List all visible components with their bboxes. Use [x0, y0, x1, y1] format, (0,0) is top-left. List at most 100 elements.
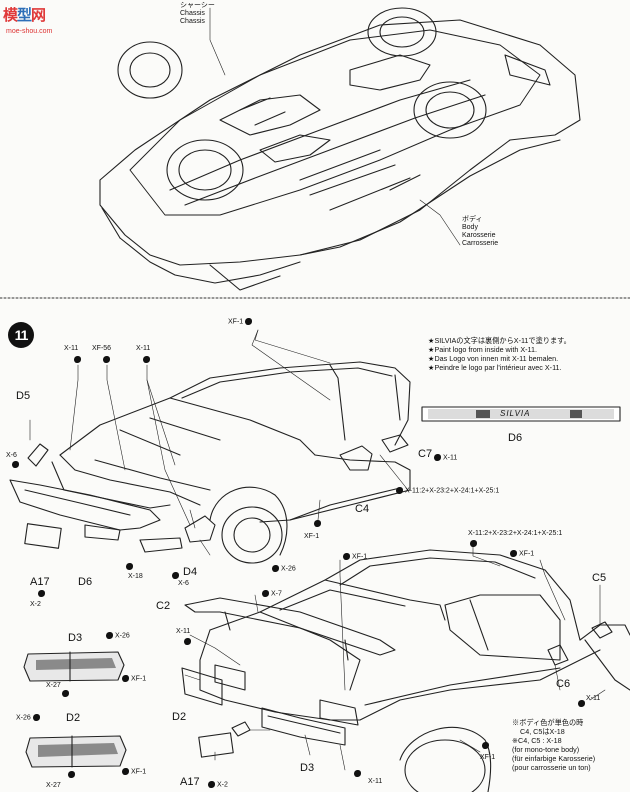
label-xf1-e: XF-1 — [122, 675, 146, 683]
label-x11-d: X-11 — [176, 628, 191, 635]
label-d5: D5 — [16, 390, 31, 402]
paint-dot — [262, 590, 269, 597]
chassis-label-de: Chassis — [180, 18, 205, 25]
paint-dot — [32, 714, 40, 721]
paint-dot — [68, 771, 75, 778]
logo-plate-text: SILVIA — [500, 409, 531, 418]
label-xf1-f: XF-1 — [122, 768, 146, 776]
watermark-char-3: 网 — [31, 7, 46, 24]
body-label-jp: ボディ — [462, 216, 483, 223]
d2-light-part — [25, 735, 127, 768]
label-d3-b: D3 — [300, 762, 315, 774]
label-x6-b: X-6 — [178, 580, 189, 587]
label-x27-a: X-27 — [46, 682, 61, 689]
paint-dot — [122, 768, 129, 775]
label-x26-c: X-26 — [16, 714, 42, 722]
paint-dot — [106, 632, 113, 639]
label-x11-e: X-11 — [586, 695, 601, 702]
body-label-en: Body — [462, 224, 478, 231]
label-d2-b: D2 — [66, 712, 81, 724]
label-x11-b: X-11 — [136, 345, 151, 352]
label-d3: D3 — [68, 632, 83, 644]
chassis-body-illustration — [99, 7, 581, 291]
label-d2-a: D2 — [172, 711, 187, 723]
label-x6-a: X-6 — [6, 452, 17, 459]
paint-dot — [510, 550, 517, 557]
step-number-badge: 11 — [8, 322, 34, 348]
mono-note-de: (für einfarbige Karosserie) — [512, 754, 596, 763]
paint-dot — [122, 675, 129, 682]
paint-dot — [172, 572, 179, 579]
body-label-group: ボディ Body Karosserie Carrosserie — [462, 216, 498, 248]
watermark-char-2: 型 — [17, 7, 32, 24]
mono-note-jp-2: C4, C5はX-18 — [520, 727, 565, 736]
label-c5: C5 — [592, 572, 607, 584]
label-x7: X-7 — [262, 590, 282, 598]
label-xf56: XF-56 — [92, 345, 112, 352]
mono-note-fr: (pour carrosserie un ton) — [512, 763, 591, 772]
paint-dot — [396, 487, 403, 494]
rear-car-illustration — [181, 544, 630, 792]
logo-note-en: ★Paint logo from inside with X-11. — [428, 345, 537, 354]
paint-dot — [74, 356, 81, 363]
chassis-label-en: Chassis — [180, 10, 205, 17]
body-label-fr: Carrosserie — [462, 240, 499, 247]
label-c2: C2 — [156, 600, 171, 612]
watermark-url: moe-shou.com — [6, 28, 53, 35]
paint-dot — [12, 461, 19, 468]
paint-dot — [434, 454, 441, 461]
paint-dot — [314, 520, 321, 527]
watermark-logo: 模型网 — [3, 7, 46, 24]
paint-dot — [470, 540, 477, 547]
label-a17-a: A17 — [30, 576, 50, 588]
logo-note-fr: ★Peindre le logo par l'intérieur avec X-… — [428, 363, 562, 372]
body-label-de: Karosserie — [462, 232, 496, 239]
paint-dot — [245, 318, 253, 325]
mono-tone-note: ※ボディ色が単色の時 C4, C5はX-18 ※C4, C5 : X-18 (f… — [512, 718, 595, 772]
label-d4: D4 — [183, 566, 198, 578]
front-car-illustration — [9, 329, 411, 564]
label-x26-a: X-26 — [272, 565, 296, 573]
paint-dot — [208, 781, 215, 788]
paint-dot — [354, 770, 361, 777]
label-xf1-top: XF-1 — [228, 318, 254, 326]
paint-dot — [272, 565, 279, 572]
paint-dot — [343, 553, 350, 560]
logo-plate-label: D6 — [508, 432, 523, 444]
mono-note-en: (for mono-tone body) — [512, 745, 580, 754]
label-mix-2: X-11:2+X-23:2+X-24:1+X-25:1 — [468, 530, 563, 537]
label-xf1-c: XF-1 — [510, 550, 534, 558]
label-xf1-d: XF-1 — [343, 553, 367, 561]
label-d6: D6 — [78, 576, 93, 588]
paint-dot — [482, 742, 489, 749]
paint-dot — [578, 700, 585, 707]
paint-dot — [143, 356, 150, 363]
paint-dot — [126, 563, 133, 570]
label-c7: C7 — [418, 448, 433, 460]
logo-note-de: ★Das Logo von innen mit X-11 bemalen. — [428, 354, 559, 363]
logo-note-jp: ★SILVIAの文字は裏側からX-11で塗ります。 — [428, 336, 571, 345]
label-x11-c: X-11 — [434, 454, 457, 462]
label-x11-f: X-11 — [368, 778, 383, 785]
paint-dot — [62, 690, 69, 697]
label-x11-a: X-11 — [64, 345, 79, 352]
label-c6: C6 — [556, 678, 571, 690]
label-xf1-g: XF-1 — [480, 754, 496, 761]
label-x26-b: X-26 — [106, 632, 130, 640]
mono-note-line-3: ※C4, C5 : X-18 — [512, 736, 562, 745]
label-xf1-b: XF-1 — [304, 533, 320, 540]
label-c4: C4 — [355, 503, 370, 515]
paint-dot — [38, 590, 45, 597]
label-x27-b: X-27 — [46, 782, 61, 789]
label-x2-b: X-2 — [208, 781, 228, 789]
chassis-label-group: シャーシー Chassis Chassis — [180, 2, 215, 26]
label-x18: X-18 — [128, 573, 143, 580]
watermark-char-1: 模 — [3, 7, 18, 24]
d6-logo-plate — [421, 406, 621, 422]
d3-light-part — [23, 651, 125, 682]
mono-note-jp-1: ※ボディ色が単色の時 — [512, 718, 584, 727]
label-x2-a: X-2 — [30, 601, 41, 608]
label-a17-b: A17 — [180, 776, 200, 788]
label-mix-1: X-11:2+X-23:2+X-24:1+X-25:1 — [396, 487, 499, 495]
